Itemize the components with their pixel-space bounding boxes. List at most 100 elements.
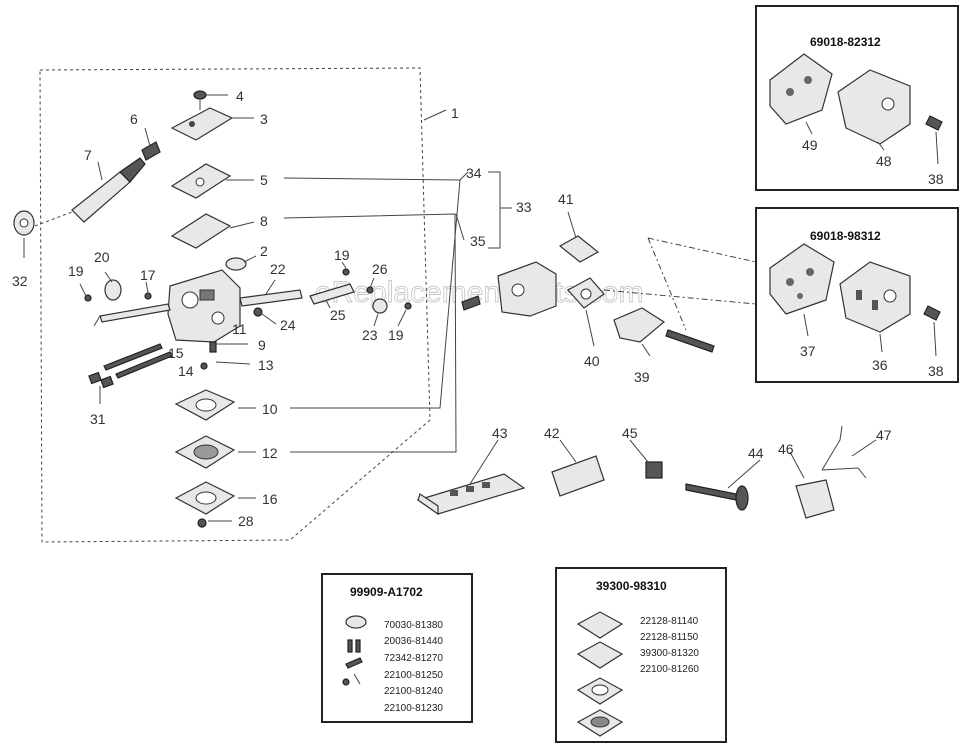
label-15: 15 xyxy=(168,345,184,361)
label-19-upper: 19 xyxy=(334,247,350,263)
part-43-base xyxy=(416,439,526,516)
kit-box-bottom-right xyxy=(555,567,727,743)
label-26: 26 xyxy=(372,261,388,277)
kit-box-bottom-left xyxy=(321,573,473,723)
part-9-15-pin xyxy=(200,341,217,370)
label-33: 33 xyxy=(516,199,532,215)
part-46-grommet xyxy=(789,451,835,519)
label-42: 42 xyxy=(544,425,560,441)
kit-part-item: 70030-81380 xyxy=(384,620,443,631)
label-19-lower: 19 xyxy=(388,327,404,343)
label-40: 40 xyxy=(584,353,600,369)
label-16: 16 xyxy=(262,491,278,507)
label-7: 7 xyxy=(84,147,92,163)
assembly-boundary xyxy=(39,67,431,543)
label-17: 17 xyxy=(140,267,156,283)
label-25: 25 xyxy=(330,307,346,323)
kit-number-bottom-right: 39300-98310 xyxy=(596,579,667,593)
label-14: 14 xyxy=(178,363,194,379)
kit-part-item: 20036-81440 xyxy=(384,636,443,647)
label-11: 11 xyxy=(232,321,247,337)
label-39: 39 xyxy=(634,369,650,385)
leader-lines-left xyxy=(79,94,469,522)
label-12: 12 xyxy=(262,445,278,461)
part-8-diaphragm xyxy=(170,213,232,249)
part-38-bolt-mid xyxy=(923,305,941,357)
part-16-cover xyxy=(174,481,236,515)
part-37-plate xyxy=(769,243,835,337)
kit-bottom-right-icons xyxy=(576,611,624,737)
part-22-24-needle xyxy=(239,289,303,317)
part-44-rod xyxy=(685,459,761,511)
kit-part-item: 22128-81140 xyxy=(640,616,699,627)
part-31-limiter-caps xyxy=(88,371,114,389)
part-10-gasket xyxy=(174,389,236,421)
kit-bottom-right-part-list: 22128-81140 22128-81150 39300-81320 2210… xyxy=(640,616,699,675)
label-4: 4 xyxy=(236,88,244,104)
label-1: 1 xyxy=(451,105,459,121)
label-9: 9 xyxy=(258,337,266,353)
label-8: 8 xyxy=(260,213,268,229)
part-19-screw-small xyxy=(144,292,152,300)
label-22: 22 xyxy=(270,261,286,277)
kit-number-mid-right: 69018-98312 xyxy=(810,229,881,243)
kit-part-item: 39300-81320 xyxy=(640,648,699,659)
part-47-wire xyxy=(821,425,877,479)
label-43: 43 xyxy=(492,425,508,441)
label-47: 47 xyxy=(876,427,892,443)
label-45: 45 xyxy=(622,425,638,441)
part-36-housing xyxy=(839,261,911,353)
part-6-spring xyxy=(141,141,161,161)
label-34: 34 xyxy=(466,165,482,181)
part-19-screw-left xyxy=(84,294,92,302)
part-20-throttle-plate xyxy=(104,279,122,301)
part-40-spacer xyxy=(567,277,605,347)
kit-part-item: 22128-81150 xyxy=(640,632,699,643)
label-44: 44 xyxy=(748,445,764,461)
kit-part-item: 72342-81270 xyxy=(384,653,443,664)
part-5-gasket xyxy=(170,163,232,199)
part-48-housing xyxy=(837,69,911,151)
label-5: 5 xyxy=(260,172,268,188)
label-24: 24 xyxy=(280,317,296,333)
label-19-left: 19 xyxy=(68,263,84,279)
part-28-screw xyxy=(197,518,207,528)
label-46: 46 xyxy=(778,441,794,457)
label-3: 3 xyxy=(260,111,268,127)
kit-bottom-left-part-list: 70030-81380 20036-81440 72342-81270 2210… xyxy=(384,620,443,714)
part-2-cap xyxy=(225,257,247,271)
label-38-top: 38 xyxy=(928,171,944,187)
part-3-cover xyxy=(170,107,234,141)
part-49-plate xyxy=(769,53,833,135)
bracket-33 xyxy=(488,171,512,249)
kit-box-mid-right xyxy=(755,207,959,383)
label-31: 31 xyxy=(90,411,106,427)
label-38-mid: 38 xyxy=(928,363,944,379)
label-36: 36 xyxy=(872,357,888,373)
part-needle-screws xyxy=(103,343,173,379)
reference-lines xyxy=(603,237,757,331)
label-6: 6 xyxy=(130,111,138,127)
label-48: 48 xyxy=(876,153,892,169)
label-37: 37 xyxy=(800,343,816,359)
part-23-washer xyxy=(372,298,412,314)
part-32-washer xyxy=(13,210,35,258)
label-28: 28 xyxy=(238,513,254,529)
label-2: 2 xyxy=(260,243,268,259)
kit-part-item: 22100-81230 xyxy=(384,703,443,714)
kit-part-item: 22100-81240 xyxy=(384,686,443,697)
label-32: 32 xyxy=(12,273,28,289)
label-35: 35 xyxy=(470,233,486,249)
part-7-adjust-screw xyxy=(34,157,146,227)
part-42-filter xyxy=(551,439,605,497)
kit-bottom-left-icons xyxy=(342,615,367,686)
label-13: 13 xyxy=(258,357,274,373)
label-41: 41 xyxy=(558,191,574,207)
label-10: 10 xyxy=(262,401,278,417)
kit-box-top-right xyxy=(755,5,959,191)
part-carburetor-assembled xyxy=(461,261,557,317)
part-39-adapter xyxy=(613,307,715,357)
kit-part-item: 22100-81250 xyxy=(384,670,443,681)
label-20: 20 xyxy=(94,249,110,265)
